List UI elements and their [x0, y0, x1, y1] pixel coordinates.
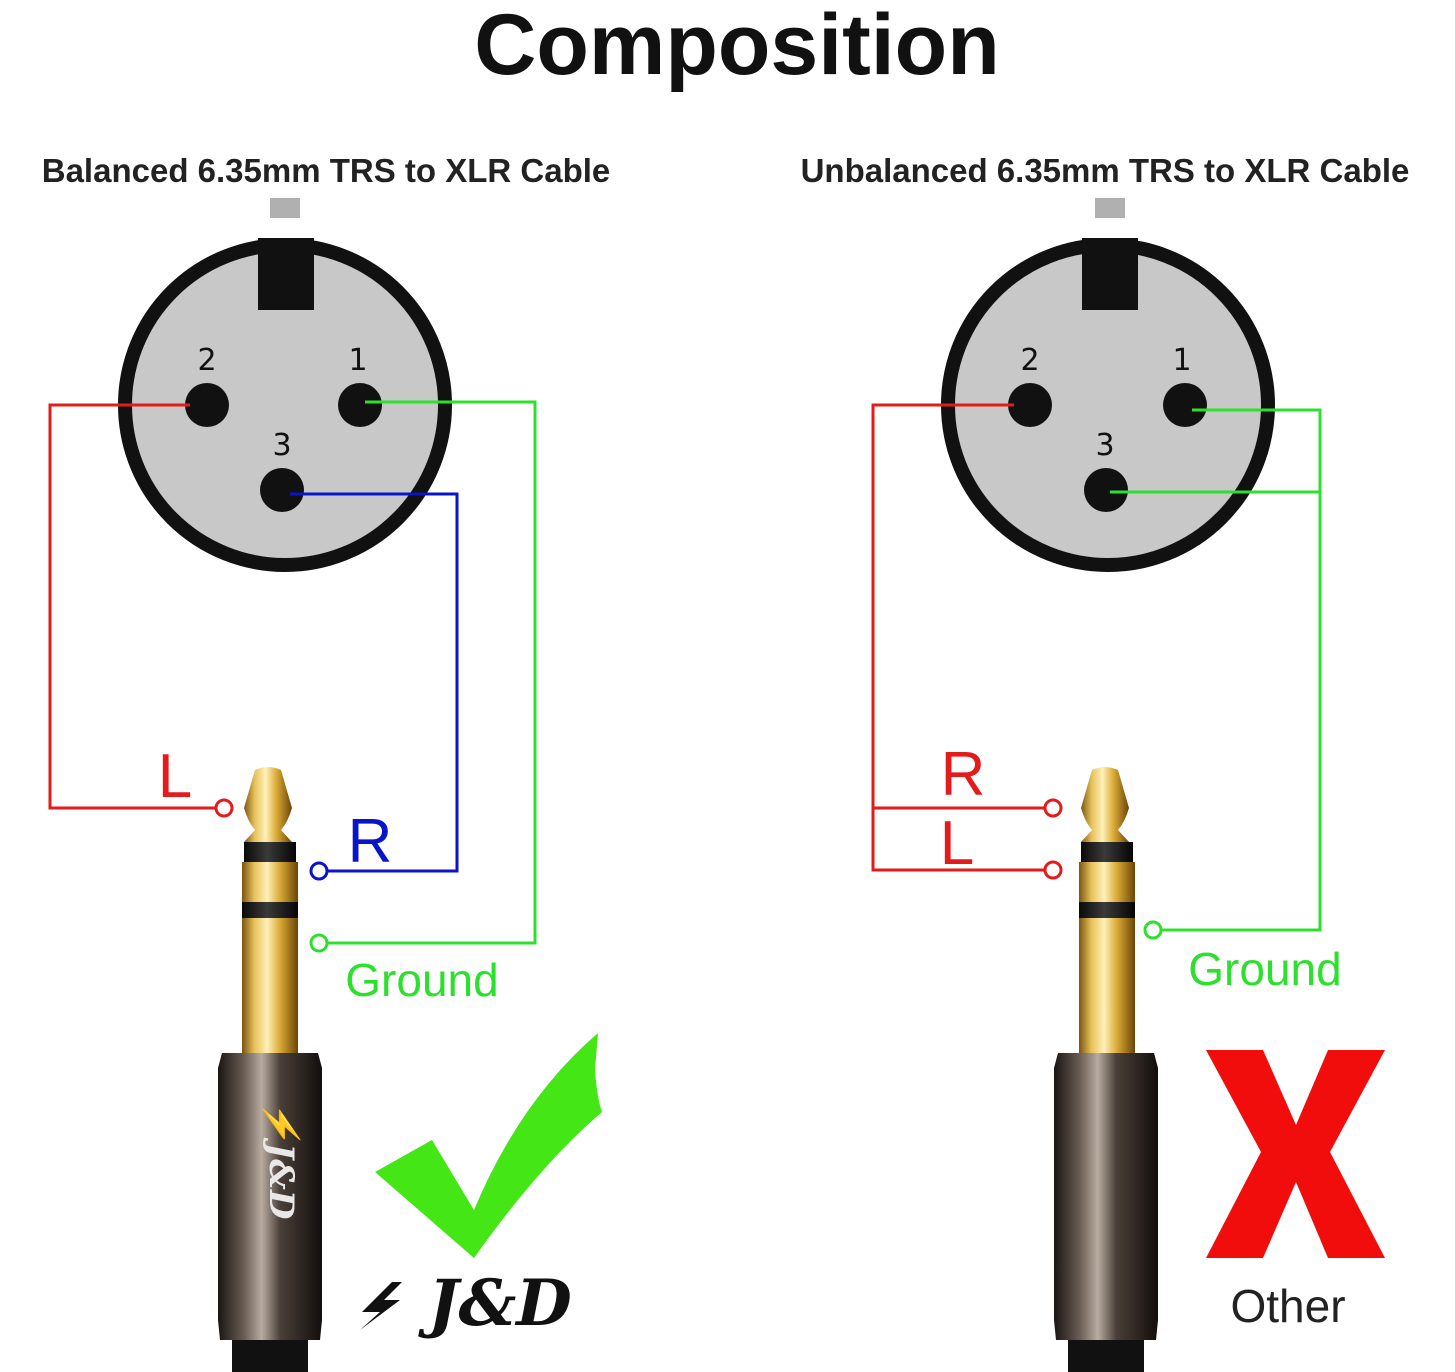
balanced-heading: Balanced 6.35mm TRS to XLR Cable: [42, 152, 611, 189]
wire-blue: [290, 492, 459, 873]
pin-2-label: 2: [197, 343, 216, 378]
lightning-icon: [360, 1282, 402, 1330]
trs-plug-icon: ⚡J&D: [218, 767, 322, 1372]
page-title: Composition: [474, 0, 1000, 93]
wire-green: [326, 400, 537, 945]
pin-3-label: 3: [1095, 428, 1114, 463]
pin-1: [338, 383, 382, 427]
balanced-panel: 2 1 3 L R Ground ⚡J&D J&D: [48, 198, 602, 1372]
label-r: R: [941, 740, 986, 809]
verdict-label: Other: [1230, 1280, 1345, 1332]
xlr-connector-icon: 2 1 3: [118, 198, 452, 572]
pin-3-label: 3: [272, 428, 291, 463]
terminal-l: [214, 798, 234, 818]
checkmark-icon: [375, 1033, 602, 1258]
label-ground: Ground: [1188, 943, 1341, 995]
cross-icon: [1206, 1050, 1385, 1258]
xlr-connector-icon: 2 1 3: [941, 198, 1275, 572]
terminal-ground: [1143, 920, 1163, 940]
terminal-r: [309, 861, 329, 881]
wire-red: [48, 403, 222, 810]
unbalanced-heading: Unbalanced 6.35mm TRS to XLR Cable: [801, 152, 1410, 189]
label-r: R: [348, 807, 393, 876]
pin-1-label: 1: [348, 343, 367, 378]
trs-plug-icon: [1054, 767, 1158, 1372]
wire-red: [871, 403, 1046, 872]
pin-2: [185, 383, 229, 427]
wire-green: [1160, 408, 1322, 932]
terminal-r: [1043, 798, 1063, 818]
pin-1: [1163, 383, 1207, 427]
pin-3: [1084, 468, 1128, 512]
pin-1-label: 1: [1172, 343, 1191, 378]
label-l: L: [940, 809, 974, 878]
pin-3: [260, 468, 304, 512]
pin-2-label: 2: [1020, 343, 1039, 378]
label-l: L: [158, 742, 192, 811]
pin-2: [1008, 383, 1052, 427]
terminal-ground: [309, 933, 329, 953]
unbalanced-panel: 2 1 3 R L Ground Other: [871, 198, 1385, 1372]
label-ground: Ground: [345, 954, 498, 1006]
brand-wordmark: J&D: [417, 1266, 572, 1341]
brand-logo-icon: ⚡J&D: [261, 1101, 301, 1220]
terminal-l: [1043, 860, 1063, 880]
